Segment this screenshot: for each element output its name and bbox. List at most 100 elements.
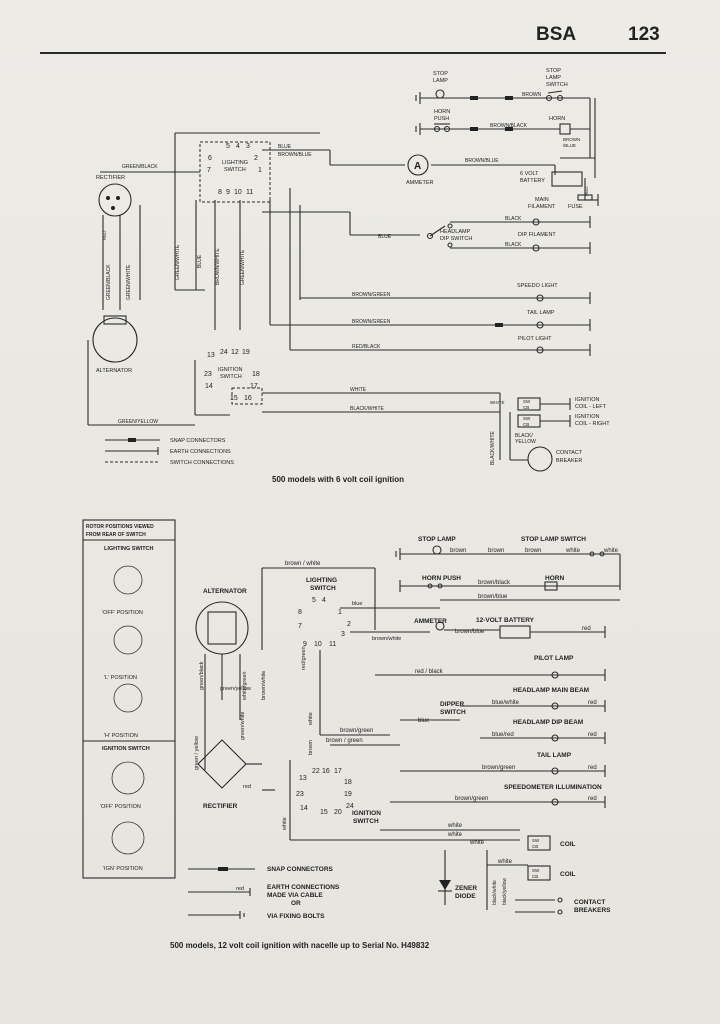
wire-brown-black-label: BROWN/BLACK (490, 123, 528, 129)
top-wiring-diagram: STOP LAMP STOP LAMP SWITCH BROWN HORN PU… (87, 68, 610, 484)
ls2-t3: 3 (341, 631, 345, 638)
ammeter-2-icon (435, 621, 445, 631)
battery-12v-label: 12-VOLT BATTERY (476, 617, 535, 624)
is2-t24: 24 (346, 803, 354, 810)
wire-b-white-green: white/green (242, 672, 248, 701)
coil-2-label: COIL (560, 871, 576, 878)
main-beam-bulb-icon (551, 702, 559, 710)
horn-push-label-2: PUSH (434, 116, 449, 122)
wire-black-1: BLACK (505, 216, 522, 222)
wire-black-yellow-2: YELLOW (515, 439, 536, 445)
ls-t3: 3 (246, 143, 250, 150)
wire-b-white-v: white (282, 817, 288, 831)
coil-right-cb: CB (523, 422, 529, 427)
wire-v-red: RED (102, 230, 107, 240)
rotor-ign-position: 'IGN' POSITION (103, 866, 143, 872)
ls2-t1: 1 (338, 609, 342, 616)
rotor-ignition-title: IGNITION SWITCH (102, 746, 150, 752)
wire-b-brown-green-1: brown/green (340, 728, 373, 734)
is2-t23: 23 (296, 791, 304, 798)
wire-brown-blue-stop-1: BROWN (563, 137, 580, 142)
wire-b-brown-blue-2: brown/blue (455, 629, 485, 635)
ls2-t11: 11 (329, 641, 336, 648)
ls-t7: 7 (207, 167, 211, 174)
stop-lamp-switch-2-label: STOP LAMP SWITCH (521, 536, 586, 543)
zener-diode-icon (439, 880, 451, 890)
contact-breaker-label-2: BREAKER (556, 458, 582, 464)
wire-b-red-3: red (588, 732, 597, 738)
lighting-switch-2-label-1: LIGHTING (306, 577, 337, 584)
wire-b-white-v2: white (497, 859, 513, 865)
legend-bottom-snap: SNAP CONNECTORS (267, 866, 334, 873)
fuse-label: FUSE (568, 204, 583, 210)
ls-t11: 11 (246, 189, 253, 196)
wire-b-green-yellow-v: green / yellow (194, 736, 200, 770)
ignition-switch-label-1: IGNITION (218, 367, 242, 373)
main-filament-label-1: MAIN (535, 197, 549, 203)
bottom-diagram-caption: 500 models, 12 volt coil ignition with n… (170, 941, 430, 950)
is2-t13: 13 (299, 775, 307, 782)
wire-b-red-black: red / black (415, 669, 444, 675)
page-number: 123 (628, 24, 660, 45)
alternator-top-label: ALTERNATOR (96, 368, 132, 374)
wire-b-brown-v: brown (308, 740, 314, 755)
coil-left-label-1: IGNITION (575, 397, 599, 403)
rotor-h-position: 'H' POSITION (104, 733, 138, 739)
brand-header: BSA (536, 24, 577, 45)
wire-v-brown-white: BROWN/WHITE (215, 248, 221, 285)
horn-label: HORN (549, 116, 565, 122)
horn-icon (559, 123, 571, 135)
speedo-light-label: SPEEDO LIGHT (517, 283, 558, 289)
ammeter-label: AMMETER (406, 180, 434, 186)
contact-breakers-label-2: BREAKERS (574, 907, 611, 914)
stop-switch-label-2: LAMP (546, 75, 561, 81)
wire-b-red-4: red (588, 765, 597, 771)
wire-b-brown-white-top: brown / white (285, 561, 321, 567)
is2-t20: 20 (334, 809, 342, 816)
rotor-heading-2: FROM REAR OF SWITCH (86, 532, 146, 538)
wire-b-brown-green-4: brown/green (455, 796, 488, 802)
wire-brown-blue-label-2: BROWN/BLUE (465, 158, 499, 164)
is-t17: 17 (250, 383, 258, 390)
wire-v-green-white: GREEN/WHITE (126, 264, 132, 300)
header-rule (40, 52, 666, 54)
is-t23: 23 (204, 371, 212, 378)
wire-b-white-6: white (469, 840, 485, 846)
is2-t16: 16 (322, 768, 330, 775)
is2-t15: 15 (320, 809, 328, 816)
stop-lamp-2-label: STOP LAMP (418, 536, 456, 543)
ls2-t7: 7 (298, 623, 302, 630)
coil1-sw: SW (532, 838, 540, 843)
is-t24: 24 (220, 349, 228, 356)
coil-left-cb: CB (523, 405, 529, 410)
is-t19: 19 (242, 349, 250, 356)
rotor-l-position: 'L' POSITION (104, 675, 137, 681)
wire-b-brown-white-v: brown/white (261, 671, 267, 700)
main-filament-bulb-icon (532, 218, 540, 226)
rectifier-bottom-label: RECTIFIER (203, 803, 238, 810)
wire-v-green-white-2: GREEN/WHITE (175, 244, 181, 280)
battery-6v-icon (551, 171, 583, 187)
alternator-bottom-icon (195, 601, 249, 655)
coil2-sw: SW (532, 868, 540, 873)
wire-b-brown-black: brown/black (478, 580, 511, 586)
wire-v-blue: BLUE (197, 254, 203, 268)
stop-lamp-label-1: STOP (433, 71, 448, 77)
legend-top-earth: EARTH CONNECTIONS (170, 449, 231, 455)
lighting-switch-label-2: SWITCH (224, 167, 246, 173)
wire-b-brown-blue-1: brown/blue (478, 594, 508, 600)
coil1-cb: CB (532, 844, 538, 849)
wire-blue-dip: BLUE (378, 234, 392, 240)
bottom-wiring-diagram: ROTOR POSITIONS VIEWED FROM REAR OF SWIT… (82, 519, 621, 950)
is2-t17: 17 (334, 768, 342, 775)
ls-t10: 10 (234, 189, 242, 196)
ls-t8: 8 (218, 189, 222, 196)
wire-brown-blue-stop-2: /BLUE (563, 143, 576, 148)
coil-right-sw: SW (523, 416, 531, 421)
wire-b-white-3: white (308, 712, 314, 726)
ls2-t10: 10 (314, 641, 322, 648)
pilot-lamp-label: PILOT LAMP (534, 655, 574, 662)
pilot-lamp-bulb-icon (551, 671, 559, 679)
coil-1-icon (527, 835, 551, 851)
